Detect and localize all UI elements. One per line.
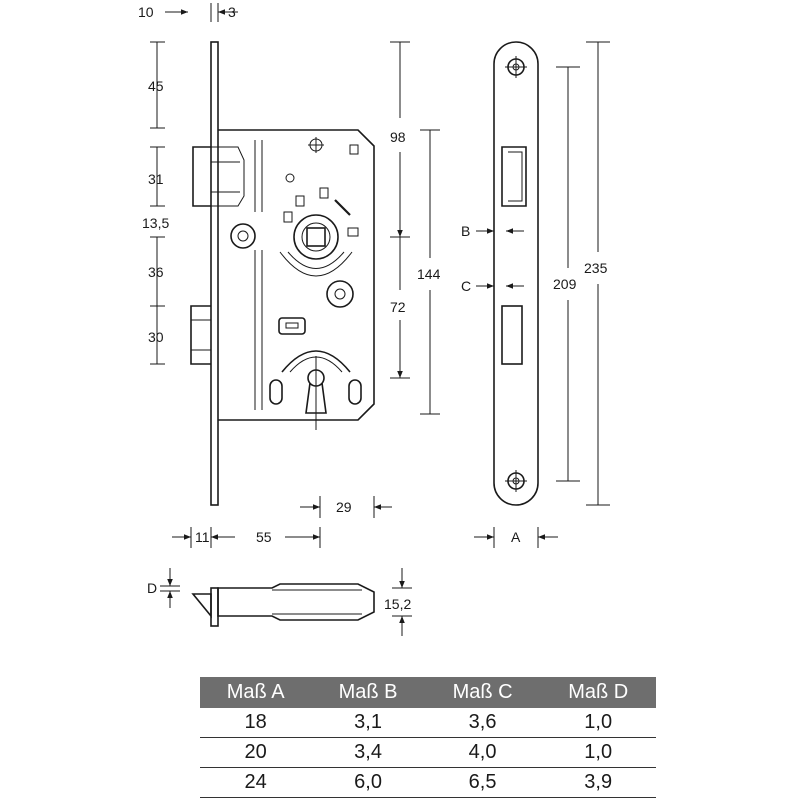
table-row: 18 3,1 3,6 1,0 [200, 708, 656, 738]
small-slot [278, 317, 306, 335]
dimension-table: Maß A Maß B Maß C Maß D 18 3,1 3,6 1,0 2… [200, 677, 656, 798]
table-cell: 6,0 [311, 767, 425, 798]
header-mass-c: Maß C [424, 677, 541, 708]
spindle-follower [279, 187, 359, 277]
table-cell: 20 [200, 737, 312, 768]
faceplate-strip [210, 41, 219, 506]
bolt-hole-right [326, 280, 354, 308]
bottom-faceplate [210, 587, 219, 627]
bottom-body [217, 583, 375, 621]
table-cell: 3,1 [311, 708, 425, 738]
faceplate-outline [493, 41, 539, 506]
dead-bolt [190, 305, 211, 365]
dim-15-2: 15,2 [384, 596, 411, 612]
bolt-opening [501, 305, 523, 365]
dim-bottom-11: 11 [195, 529, 210, 545]
dim-top-3: 3 [228, 4, 236, 20]
table-cell: 6,5 [424, 767, 541, 798]
dim-right-72: 72 [390, 299, 406, 315]
dim-top-10: 10 [138, 4, 154, 20]
header-mass-b: Maß B [311, 677, 425, 708]
dim-left-45: 45 [148, 78, 164, 94]
screw-hole-top [308, 137, 324, 153]
bolt-hole-left [230, 223, 256, 249]
dim-bottom-55: 55 [256, 529, 272, 545]
dim-left-31: 31 [148, 171, 164, 187]
table-cell: 4,0 [424, 737, 541, 768]
dim-209: 209 [553, 276, 577, 292]
dim-bottom-29: 29 [336, 499, 352, 515]
faceplate-view: B C A 209 235 [461, 41, 610, 548]
table-row: 20 3,4 4,0 1,0 [200, 737, 656, 768]
faceplate-screw-bottom [505, 470, 527, 492]
table-cell: 1,0 [540, 708, 656, 738]
dim-235: 235 [584, 260, 608, 276]
table-cell: 3,6 [424, 708, 541, 738]
table-cell: 1,0 [540, 737, 656, 768]
dim-left-30: 30 [148, 329, 164, 345]
front-view: 10 3 45 31 13,5 36 30 98 72 144 29 11 55 [138, 3, 441, 548]
latch-bolt [192, 146, 211, 207]
label-b: B [461, 223, 470, 239]
dim-left-13-5: 13,5 [142, 215, 169, 231]
dim-left-36: 36 [148, 264, 164, 280]
header-mass-a: Maß A [200, 677, 312, 708]
table-cell: 3,4 [311, 737, 425, 768]
table-cell: 3,9 [540, 767, 656, 798]
dim-right-98: 98 [390, 129, 406, 145]
table-cell: 18 [200, 708, 312, 738]
label-c: C [461, 278, 471, 294]
table-row: 24 6,0 6,5 3,9 [200, 767, 656, 798]
label-a: A [511, 529, 521, 545]
header-mass-d: Maß D [540, 677, 656, 708]
dim-right-144: 144 [417, 266, 441, 282]
lock-body [218, 129, 375, 421]
table-header-row: Maß A Maß B Maß C Maß D [200, 677, 656, 708]
latch-opening [501, 146, 527, 207]
faceplate-screw-top [505, 56, 527, 78]
keyhole [269, 350, 362, 430]
bottom-view: D 15,2 [147, 568, 412, 636]
label-d: D [147, 580, 157, 596]
table-cell: 24 [200, 767, 312, 798]
